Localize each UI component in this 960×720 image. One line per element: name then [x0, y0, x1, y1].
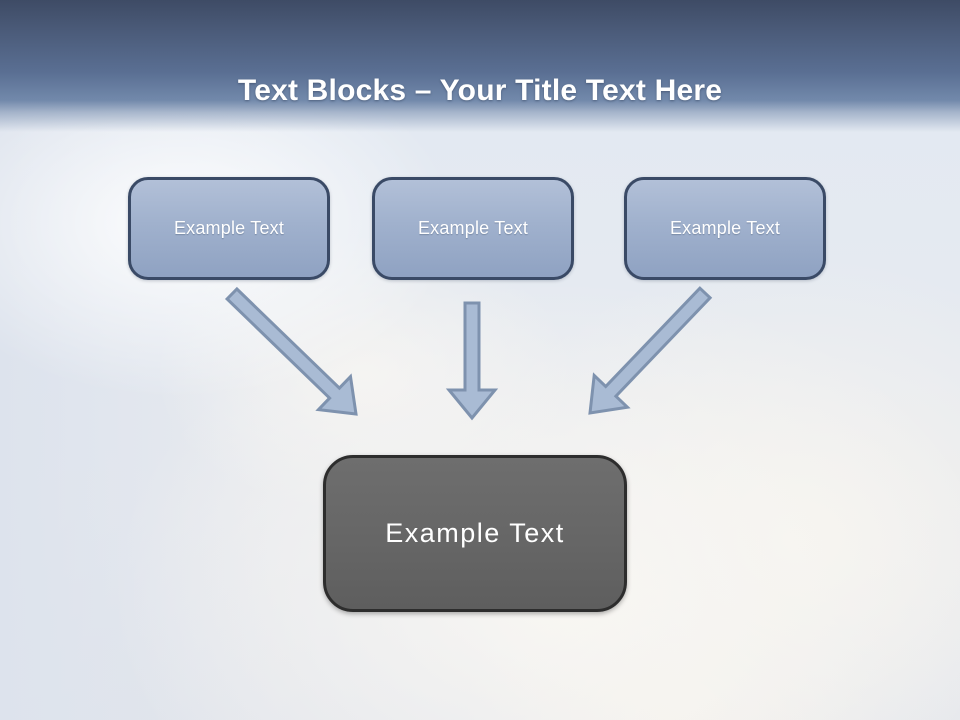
- text-block-2-label: Example Text: [417, 218, 529, 238]
- arrow-down-left-icon[interactable]: [588, 286, 713, 415]
- text-block-1-label: Example Text: [173, 218, 285, 238]
- slide-title-regular-segment: Your Title Text Here: [431, 74, 723, 108]
- arrow-down-right-icon[interactable]: [224, 286, 358, 416]
- summary-block[interactable]: Example Text: [323, 455, 627, 612]
- title-band: [0, 0, 960, 132]
- slide-title-bold-segment: Text Blocks –: [237, 74, 432, 108]
- summary-block-label: Example Text: [385, 518, 565, 548]
- slide-title[interactable]: Text Blocks – Your Title Text Here: [0, 74, 960, 108]
- text-block-1[interactable]: Example Text: [128, 177, 330, 280]
- arrow-down-icon[interactable]: [445, 301, 499, 421]
- text-block-3-label: Example Text: [669, 218, 781, 238]
- text-block-2[interactable]: Example Text: [372, 177, 574, 280]
- text-block-3[interactable]: Example Text: [624, 177, 826, 280]
